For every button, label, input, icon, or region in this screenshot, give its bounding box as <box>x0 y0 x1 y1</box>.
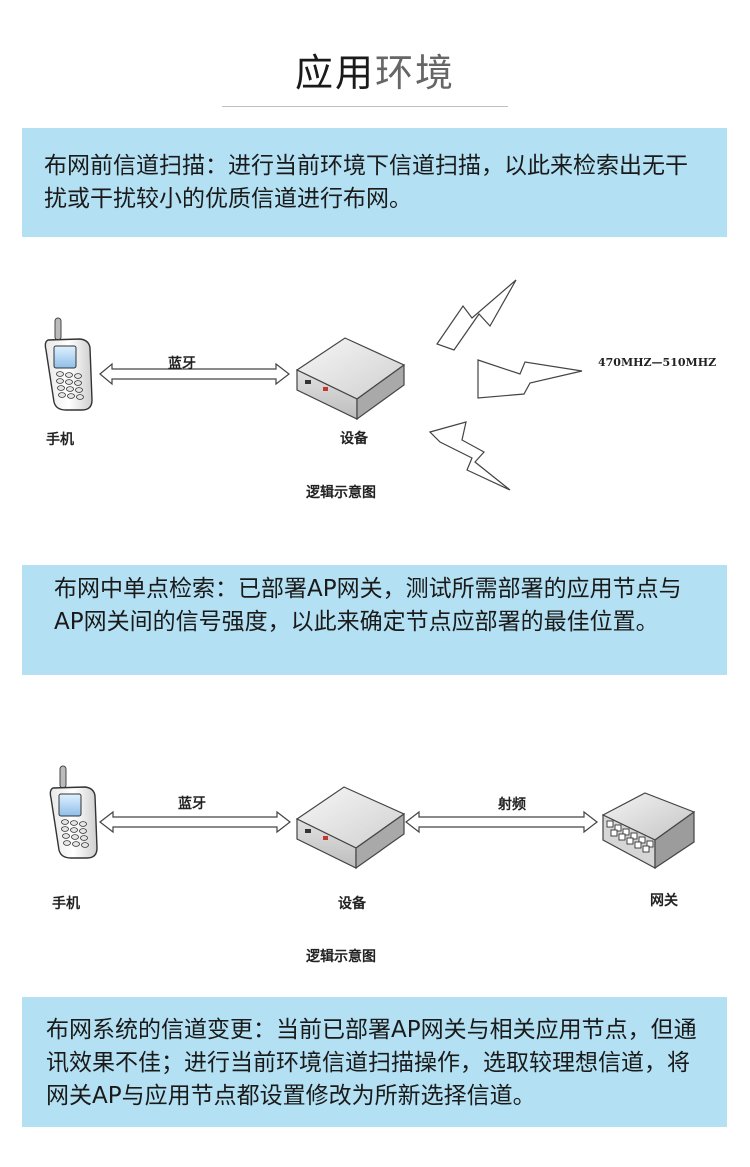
phone-icon <box>44 317 93 411</box>
lightning-icon <box>477 359 583 399</box>
frequency-label: 470MHZ—510MHZ <box>598 356 717 369</box>
phone-icon <box>49 765 98 859</box>
bluetooth-link-arrow <box>99 362 290 386</box>
gateway-icon <box>601 792 696 870</box>
device-icon <box>295 337 406 421</box>
phone-label: 手机 <box>46 432 74 448</box>
gateway-label: 网关 <box>650 893 678 909</box>
section-1-text: 布网前信道扫描：进行当前环境下信道扫描，以此来检索出无干扰或干扰较小的优质信道进… <box>44 153 688 212</box>
section-2-text: 布网中单点检索：已部署AP网关，测试所需部署的应用节点与AP网关间的信号强度，以… <box>54 576 682 635</box>
section-1-description: 布网前信道扫描：进行当前环境下信道扫描，以此来检索出无干扰或干扰较小的优质信道进… <box>22 128 727 237</box>
rf-label: 射频 <box>498 797 526 813</box>
bluetooth-link-arrow <box>99 810 291 834</box>
device-label: 设备 <box>338 896 366 912</box>
rf-link-arrow <box>405 810 598 834</box>
section-3-text: 布网系统的信道变更：当前已部署AP网关与相关应用节点，但通讯效果不佳；进行当前环… <box>46 1017 697 1109</box>
device-label: 设备 <box>340 431 368 447</box>
diagram-caption: 逻辑示意图 <box>306 949 376 965</box>
title-part1: 应用 <box>294 51 375 95</box>
lightning-icon <box>428 421 511 491</box>
section-3-description: 布网系统的信道变更：当前已部署AP网关与相关应用节点，但通讯效果不佳；进行当前环… <box>22 997 727 1127</box>
page-title: 应用环境 <box>0 48 750 98</box>
section-2-description: 布网中单点检索：已部署AP网关，测试所需部署的应用节点与AP网关间的信号强度，以… <box>22 565 727 675</box>
title-underline <box>222 106 508 107</box>
title-part2: 环境 <box>375 51 456 95</box>
lightning-icon <box>436 279 517 351</box>
device-icon <box>295 786 406 870</box>
phone-label: 手机 <box>52 896 80 912</box>
bluetooth-label: 蓝牙 <box>168 356 196 372</box>
diagram-caption: 逻辑示意图 <box>306 485 376 501</box>
bluetooth-label: 蓝牙 <box>178 796 206 812</box>
